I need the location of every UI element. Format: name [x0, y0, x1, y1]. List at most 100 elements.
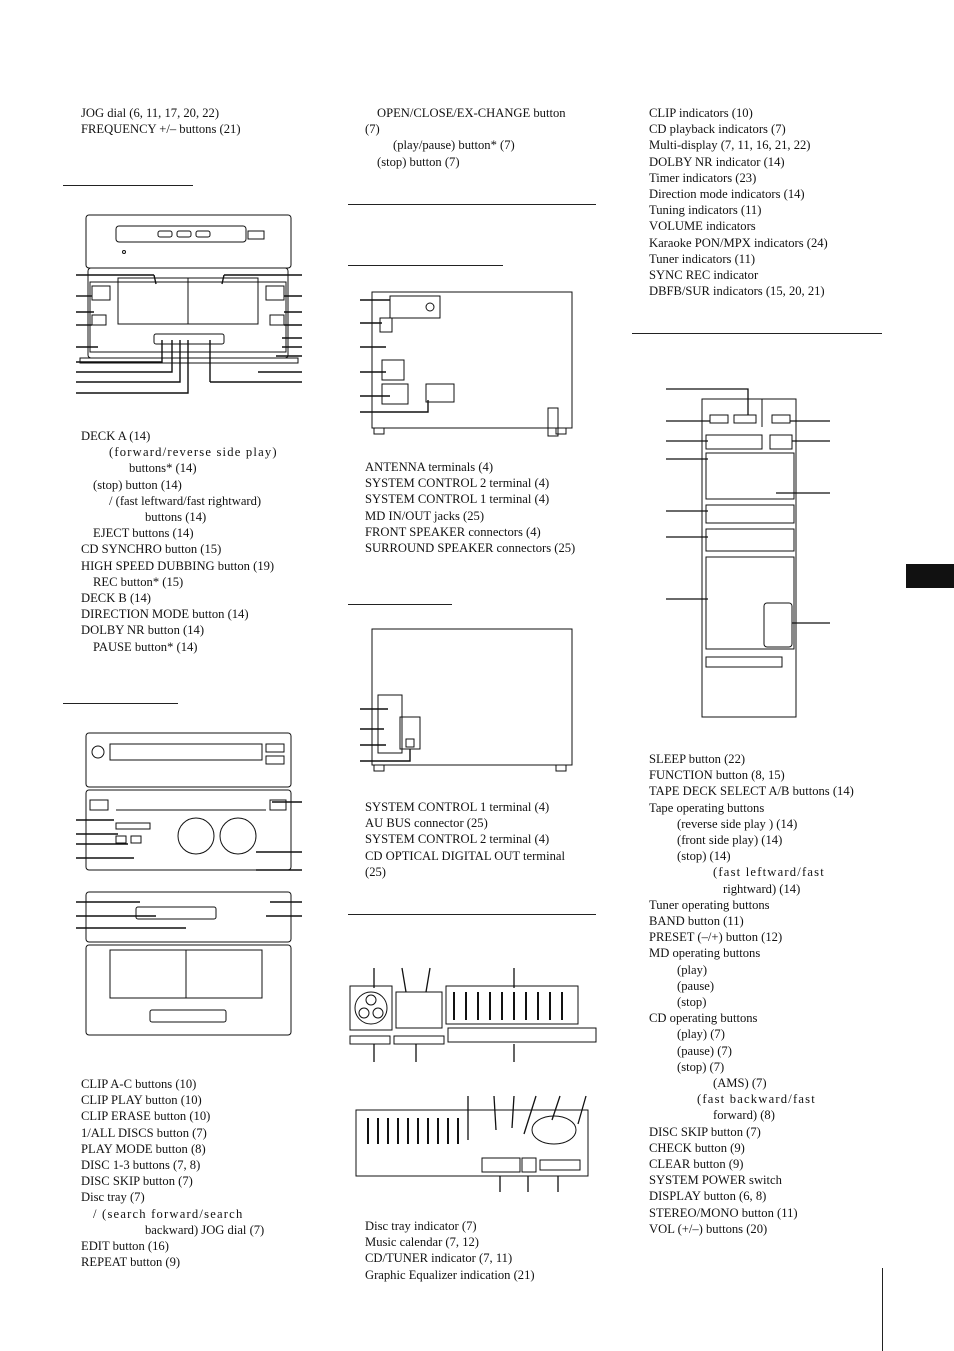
list-item: (pause) — [677, 978, 715, 993]
list-item: (forward/reverse side play) — [109, 445, 278, 460]
list-item: forward) (8) — [713, 1108, 775, 1123]
list-item: PLAY MODE button (8) — [81, 1141, 206, 1156]
list-item: (stop) button (14) — [93, 477, 182, 492]
list-item: DOLBY NR button (14) — [81, 623, 205, 638]
list-item: OPEN/CLOSE/EX-CHANGE button — [377, 106, 566, 120]
list-item: SURROUND SPEAKER connectors (25) — [365, 541, 576, 556]
section-rule — [348, 265, 503, 266]
cd-top-list: OPEN/CLOSE/EX-CHANGE button (7) (play/paus… — [365, 105, 566, 170]
cd-player-list: CLIP A-C buttons (10) CLIP PLAY button (1… — [81, 1076, 264, 1270]
list-item: EJECT buttons (14) — [93, 526, 194, 541]
display-window-figure — [346, 968, 598, 1194]
list-item: Disc tray (7) — [81, 1190, 145, 1205]
list-item: Tuner indicators (11) — [649, 251, 756, 266]
cassette-deck-figure — [76, 212, 302, 398]
list-item: CD playback indicators (7) — [649, 122, 786, 137]
list-item: (stop) (14) — [677, 849, 731, 864]
list-item: DECK B (14) — [81, 591, 151, 606]
list-item: DBFB/SUR indicators (15, 20, 21) — [649, 284, 825, 299]
list-item: AU BUS connector (25) — [365, 816, 488, 831]
list-item: Disc tray indicator (7) — [365, 1219, 477, 1233]
list-item: CD SYNCHRO button (15) — [81, 542, 222, 557]
list-item: CD OPTICAL DIGITAL OUT terminal — [365, 848, 565, 863]
list-item: MD IN/OUT jacks (25) — [365, 508, 485, 523]
list-item: (fast leftward/fast — [713, 865, 825, 880]
list-item: DISC 1-3 buttons (7, 8) — [81, 1158, 201, 1173]
rear-panel-main-figure — [360, 290, 576, 442]
list-item: CLIP ERASE button (10) — [81, 1109, 211, 1124]
list-item: Tuner operating buttons — [649, 897, 770, 912]
list-item: (play/pause) button* (7) — [393, 138, 515, 153]
rear-panel-main-list: ANTENNA terminals (4) SYSTEM CONTROL 2 t… — [365, 459, 575, 556]
list-item: (AMS) (7) — [713, 1076, 767, 1091]
list-item: FUNCTION button (8, 15) — [649, 768, 785, 783]
jog-frequency-list: JOG dial (6, 11, 17, 20, 22) FREQUENCY +… — [81, 105, 241, 137]
list-item: SYSTEM CONTROL 2 terminal (4) — [365, 476, 550, 491]
list-item: SYSTEM CONTROL 1 terminal (4) — [365, 800, 550, 814]
section-rule — [348, 914, 596, 915]
section-rule — [632, 333, 882, 334]
list-item: SYSTEM CONTROL 1 terminal (4) — [365, 492, 550, 507]
list-item: VOL (+/–) buttons (20) — [649, 1221, 768, 1236]
list-item: rightward) (14) — [723, 881, 801, 896]
cassette-deck-list: DECK A (14)(forward/reverse side play)bu… — [81, 428, 278, 655]
list-item: Karaoke PON/MPX indicators (24) — [649, 235, 828, 250]
list-item: (stop) button (7) — [377, 154, 460, 169]
list-item: Graphic Equalizer indication (21) — [365, 1267, 535, 1282]
list-item: VOLUME indicators — [649, 219, 756, 234]
list-item: (stop) (7) — [677, 1059, 725, 1074]
list-item: ANTENNA terminals (4) — [365, 460, 494, 474]
list-item: Direction mode indicators (14) — [649, 187, 805, 202]
list-item: DOLBY NR indicator (14) — [649, 154, 785, 169]
list-item: EDIT button (16) — [81, 1239, 169, 1254]
list-item: HIGH SPEED DUBBING button (19) — [81, 558, 275, 573]
list-item: PAUSE button* (14) — [93, 639, 198, 654]
remote-list: SLEEP button (22) FUNCTION button (8, 15)… — [649, 751, 854, 1237]
list-item: PRESET (–/+) button (12) — [649, 930, 783, 945]
list-item: CLIP indicators (10) — [649, 106, 753, 120]
list-item: CD/TUNER indicator (7, 11) — [365, 1251, 513, 1266]
list-item: SYSTEM POWER switch — [649, 1173, 782, 1188]
list-item: CD operating buttons — [649, 1011, 758, 1026]
list-item: JOG dial (6, 11, 17, 20, 22) — [81, 106, 220, 120]
list-item: TAPE DECK SELECT A/B buttons (14) — [649, 784, 854, 799]
list-item: buttons* (14) — [129, 461, 197, 476]
list-item: FRONT SPEAKER connectors (4) — [365, 524, 541, 539]
margin-rule — [882, 1268, 883, 1351]
list-item: 1/ALL DISCS button (7) — [81, 1125, 207, 1140]
list-item: CLEAR button (9) — [649, 1157, 744, 1172]
list-item: DISPLAY button (6, 8) — [649, 1189, 767, 1204]
list-item: DISC SKIP button (7) — [649, 1124, 761, 1139]
list-item: BAND button (11) — [649, 914, 744, 929]
rear-panel-cd-list: SYSTEM CONTROL 1 terminal (4) AU BUS conn… — [365, 799, 565, 880]
section-rule — [348, 604, 452, 605]
section-rule — [63, 703, 178, 704]
list-item: CLIP A-C buttons (10) — [81, 1077, 197, 1091]
list-item: SLEEP button (22) — [649, 752, 746, 766]
list-item: (play) — [677, 962, 708, 977]
list-item: SYSTEM CONTROL 2 terminal (4) — [365, 832, 550, 847]
list-item: REPEAT button (9) — [81, 1255, 181, 1270]
section-rule — [348, 204, 596, 205]
list-item: DISC SKIP button (7) — [81, 1174, 193, 1189]
list-item: (fast backward/fast — [697, 1092, 816, 1107]
list-item: / (fast leftward/fast rightward) — [109, 493, 262, 508]
list-item: / (search forward/search — [93, 1206, 244, 1221]
list-item: CLIP PLAY button (10) — [81, 1093, 202, 1108]
section-tab — [906, 564, 954, 588]
list-item: (pause) (7) — [677, 1043, 732, 1058]
list-item: (25) — [365, 864, 386, 879]
list-item: MD operating buttons — [649, 946, 761, 961]
list-item: Timer indicators (23) — [649, 170, 757, 185]
list-item: STEREO/MONO button (11) — [649, 1205, 798, 1220]
indicator-list: CLIP indicators (10) CD playback indicato… — [649, 105, 828, 299]
display-list: Disc tray indicator (7) Music calendar (… — [365, 1218, 535, 1283]
list-item: Multi-display (7, 11, 16, 21, 22) — [649, 138, 811, 153]
list-item: (front side play) (14) — [677, 833, 783, 848]
list-item: Tape operating buttons — [649, 800, 765, 815]
list-item: (7) — [365, 122, 380, 137]
list-item: Music calendar (7, 12) — [365, 1235, 480, 1250]
rear-panel-cd-figure — [360, 627, 576, 775]
list-item: Tuning indicators (11) — [649, 203, 762, 218]
list-item: (reverse side play ) (14) — [677, 816, 798, 831]
